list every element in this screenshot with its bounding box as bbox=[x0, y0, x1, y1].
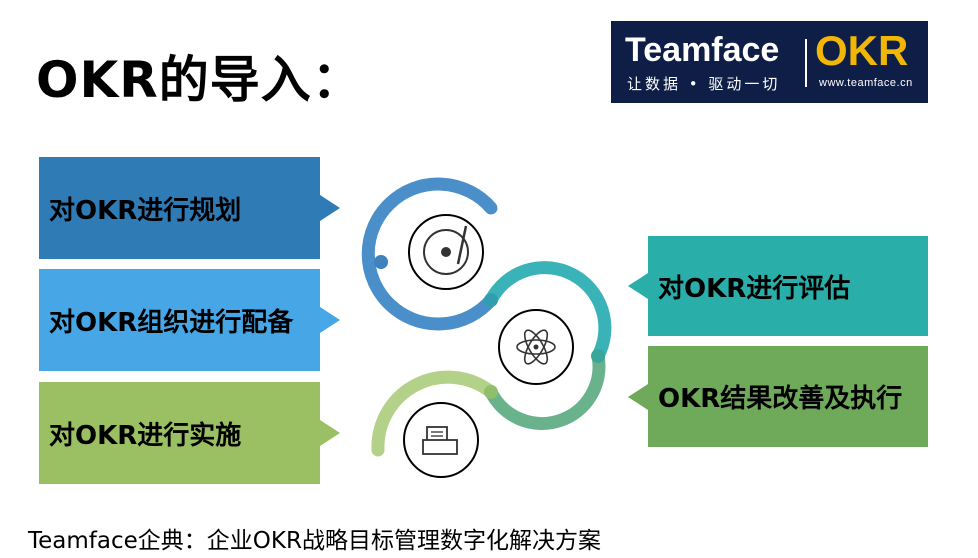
process-graphic bbox=[361, 177, 612, 478]
step-eval-box: 对OKR进行评估 bbox=[628, 236, 928, 336]
step-improve-label: OKR结果改善及执行 bbox=[658, 384, 903, 414]
arc-top bbox=[361, 177, 498, 331]
logo-url: www.teamface.cn bbox=[819, 77, 913, 89]
step-plan-box: 对OKR进行规划 bbox=[39, 157, 340, 259]
step-improve-box: OKR结果改善及执行 bbox=[628, 346, 928, 447]
printer-icon bbox=[403, 402, 479, 478]
step-plan-label: 对OKR进行规划 bbox=[49, 195, 242, 226]
atom-icon bbox=[498, 309, 574, 385]
step-eval-label: 对OKR进行评估 bbox=[658, 273, 851, 304]
logo-brand: Teamface bbox=[625, 31, 780, 69]
step-impl-box: 对OKR进行实施 bbox=[39, 382, 340, 484]
step-config-box: 对OKR组织进行配备 bbox=[39, 269, 340, 371]
arc-bottom bbox=[371, 370, 498, 457]
logo-divider bbox=[805, 39, 807, 87]
arc-middle bbox=[484, 261, 612, 363]
step-impl-label: 对OKR进行实施 bbox=[49, 420, 242, 451]
logo-slogan: 让数据 • 驱动一切 bbox=[627, 75, 781, 93]
footer-text: Teamface企典：企业OKR战略目标管理数字化解决方案 bbox=[28, 528, 601, 554]
slide-title: OKR的导入： bbox=[36, 51, 363, 109]
logo-okr: OKR bbox=[815, 27, 909, 74]
vinyl-record-icon bbox=[408, 214, 484, 290]
step-config-label: 对OKR组织进行配备 bbox=[49, 307, 294, 338]
teamface-logo: Teamface 让数据 • 驱动一切 OKR www.teamface.cn bbox=[611, 21, 928, 103]
arc-middle-lower bbox=[484, 349, 606, 430]
